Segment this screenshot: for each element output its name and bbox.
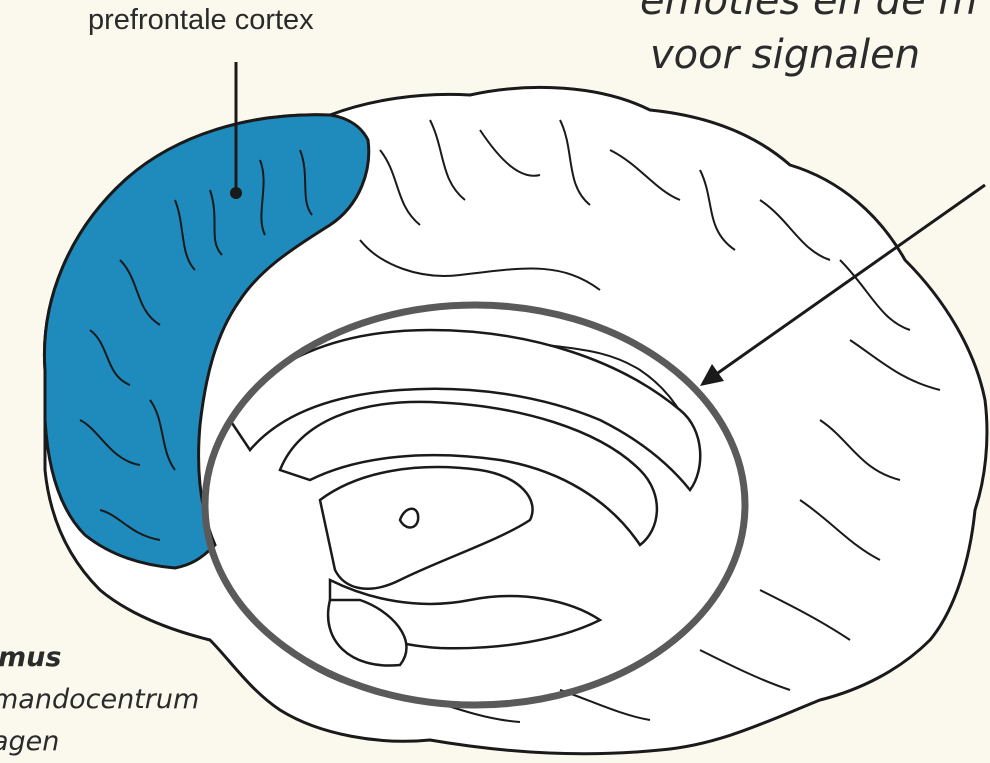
prefrontal-pointer-dot	[230, 187, 242, 199]
amygdala-caption-line-1: mus	[0, 642, 61, 673]
prefrontal-cortex-label: prefrontale cortex	[88, 4, 314, 37]
amygdala-caption-line-3: agen	[0, 726, 59, 757]
limbic-caption-line-2: voor signalen	[650, 32, 920, 78]
amygdala-caption-line-2: mandocentrum	[0, 684, 199, 715]
limbic-caption-line-1: emoties en de m	[640, 0, 977, 24]
